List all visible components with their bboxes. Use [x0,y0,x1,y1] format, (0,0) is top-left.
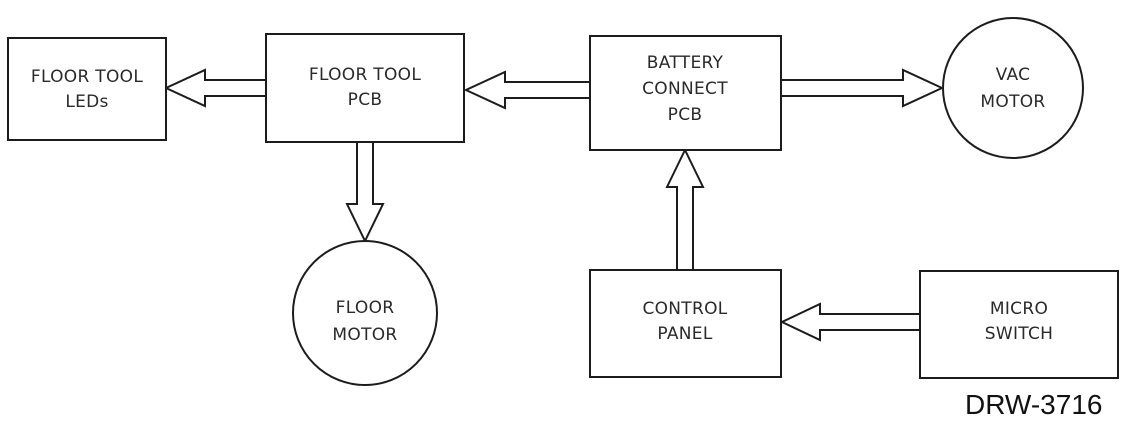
node-vac-motor: VAC MOTOR [942,17,1084,159]
node-control-panel: CONTROL PANEL [589,269,782,378]
node-floor-tool-pcb: FLOOR TOOL PCB [265,33,465,143]
node-floor-tool-leds-line1: FLOOR TOOL [31,67,143,87]
arrow-floor-tool-pcb-to-floor-motor [345,141,385,244]
node-vac-motor-line2: MOTOR [980,92,1045,112]
node-battery-connect-pcb-line2: CONNECT [642,79,728,99]
node-micro-switch: MICRO SWITCH [919,270,1119,379]
node-floor-tool-leds: FLOOR TOOL LEDs [7,37,167,141]
node-floor-motor: FLOOR MOTOR [292,240,438,386]
arrow-battery-to-floor-tool-pcb [463,70,591,110]
node-battery-connect-pcb: BATTERY CONNECT PCB [589,35,782,151]
arrow-battery-to-vac-motor [780,68,945,108]
arrow-micro-switch-to-control-panel [779,302,921,342]
node-floor-tool-leds-line2: LEDs [65,92,108,112]
arrow-control-panel-to-battery [665,147,705,271]
drawing-number: DRW-3716 [965,389,1102,420]
node-control-panel-line1: CONTROL [642,299,727,319]
node-micro-switch-line1: MICRO [990,299,1048,319]
node-battery-connect-pcb-line3: PCB [668,105,703,125]
node-control-panel-line2: PANEL [657,324,712,344]
node-floor-tool-pcb-line1: FLOOR TOOL [309,65,421,85]
arrow-floor-tool-pcb-to-leds [163,68,267,108]
node-floor-motor-line2: MOTOR [332,325,397,345]
node-floor-motor-line1: FLOOR [336,298,395,318]
node-battery-connect-pcb-line1: BATTERY [647,53,724,73]
node-floor-tool-pcb-line2: PCB [348,90,383,110]
node-vac-motor-line1: VAC [996,65,1031,85]
node-micro-switch-line2: SWITCH [985,324,1053,344]
